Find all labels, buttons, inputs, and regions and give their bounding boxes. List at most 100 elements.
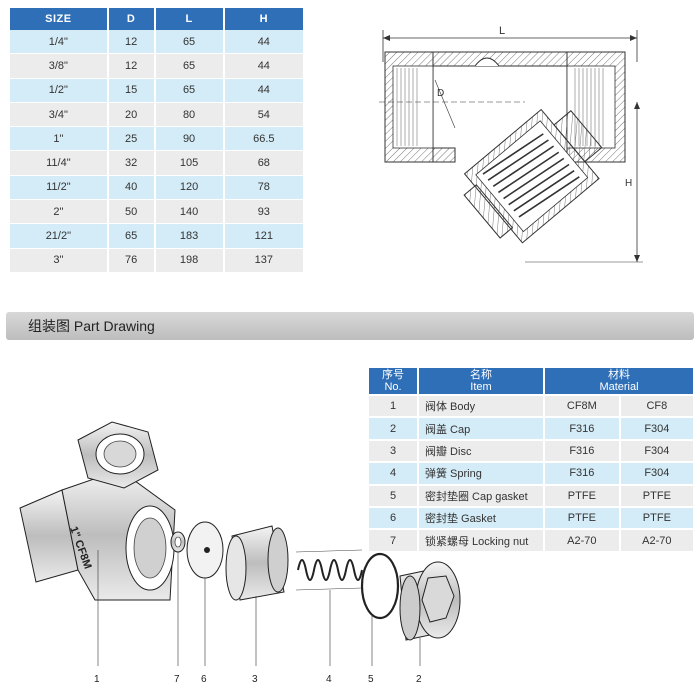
dim-h-label: H: [625, 178, 632, 189]
part-disc: [225, 525, 289, 601]
part-cap-gasket: [360, 552, 400, 620]
table-row: 3 阀瓣 Disc F316 F304: [369, 440, 693, 462]
cell-size: 11/4": [10, 151, 107, 176]
cell-material-b: PTFE: [620, 507, 693, 529]
size-table: SIZE D L H 1/4" 12 65 44 3/8" 12 65 44 1…: [8, 8, 305, 273]
cell-d: 12: [108, 54, 154, 79]
dimension-d: D: [434, 79, 456, 129]
cell-no: 5: [369, 485, 417, 506]
cell-h: 66.5: [224, 127, 303, 152]
cell-material-b: CF8: [620, 396, 693, 417]
cell-d: 20: [108, 102, 154, 128]
header-h: H: [224, 8, 303, 30]
callout-disc: 3: [252, 674, 258, 685]
table-row: 2 阀盖 Cap F316 F304: [369, 418, 693, 439]
cell-h: 44: [224, 30, 303, 55]
header-material-en: Material: [599, 381, 639, 393]
header-no: 序号 No.: [369, 368, 417, 394]
cross-section-drawing: L D H: [379, 25, 643, 263]
callout-locking-nut: 7: [174, 674, 180, 685]
cell-size: 1/2": [10, 78, 107, 103]
table-row: 3/8" 12 65 44: [10, 54, 303, 79]
cell-no: 6: [369, 507, 417, 529]
cell-l: 120: [155, 175, 223, 201]
cell-material-b: PTFE: [620, 485, 693, 506]
cell-material-a: F316: [545, 418, 619, 439]
header-d: D: [108, 8, 154, 30]
cell-size: 11/2": [10, 175, 107, 201]
header-no-en: No.: [384, 381, 402, 393]
table-row: 2" 50 140 93: [10, 200, 303, 225]
bonnet-assembly: [463, 108, 603, 244]
cell-size: 2": [10, 200, 107, 225]
cell-h: 137: [224, 248, 303, 273]
header-material: 材料 Material: [545, 368, 693, 394]
table-row: 1/4" 12 65 44: [10, 30, 303, 55]
exploded-assembly-drawing: 1" CF8M: [19, 421, 461, 685]
callout-cap-gasket: 5: [368, 674, 374, 685]
cell-no: 1: [369, 396, 417, 417]
dim-l-label: L: [499, 25, 505, 37]
header-material-cn: 材料: [608, 369, 630, 381]
dimension-h: H: [525, 102, 643, 263]
part-spring: [295, 549, 363, 591]
callout-numbers: 1 7 6 3 4 5 2: [94, 674, 422, 685]
cell-size: 1/4": [10, 30, 107, 55]
cell-item: 阀盖 Cap: [419, 418, 543, 439]
cell-item: 密封垫 Gasket: [419, 507, 543, 529]
cell-size: 1": [10, 127, 107, 152]
cell-material-b: F304: [620, 418, 693, 439]
cell-d: 32: [108, 151, 154, 176]
cell-l: 140: [155, 200, 223, 225]
cell-no: 3: [369, 440, 417, 462]
cell-material-a: F316: [545, 440, 619, 462]
callout-gasket: 6: [201, 674, 207, 685]
cell-l: 198: [155, 248, 223, 273]
parts-table-header: 序号 No. 名称 Item 材料 Material: [369, 368, 693, 394]
cell-d: 25: [108, 127, 154, 152]
cell-d: 65: [108, 224, 154, 249]
parts-table: 序号 No. 名称 Item 材料 Material 1 阀体 Body CF8…: [367, 366, 695, 553]
part-locking-nut: [170, 531, 186, 553]
table-row: 21/2" 65 183 121: [10, 224, 303, 249]
cell-d: 76: [108, 248, 154, 273]
cell-no: 7: [369, 530, 417, 551]
cell-l: 65: [155, 30, 223, 55]
cell-size: 3/4": [10, 102, 107, 128]
part-drawing-heading: 组装图 Part Drawing: [6, 312, 694, 340]
dim-d-label: D: [437, 88, 444, 99]
cell-item: 阀体 Body: [419, 396, 543, 417]
callout-body: 1: [94, 674, 100, 685]
cell-material-a: F316: [545, 463, 619, 484]
cell-h: 78: [224, 175, 303, 201]
cell-l: 65: [155, 54, 223, 79]
cell-item: 弹簧 Spring: [419, 463, 543, 484]
cell-material-a: PTFE: [545, 507, 619, 529]
cell-h: 44: [224, 78, 303, 103]
table-row: 1/2" 15 65 44: [10, 78, 303, 103]
table-row: 3/4" 20 80 54: [10, 102, 303, 128]
size-table-header: SIZE D L H: [10, 8, 303, 30]
dimension-l: L: [382, 25, 638, 62]
leader-lines: [97, 550, 421, 666]
valve-body: [379, 51, 568, 163]
cell-l: 105: [155, 151, 223, 176]
cell-material-a: PTFE: [545, 485, 619, 506]
cell-l: 65: [155, 78, 223, 103]
table-row: 4 弹簧 Spring F316 F304: [369, 463, 693, 484]
part-body: 1" CF8M: [19, 421, 176, 601]
cell-no: 2: [369, 418, 417, 439]
table-row: 11/2" 40 120 78: [10, 175, 303, 201]
cell-material-b: A2-70: [620, 530, 693, 551]
cell-size: 21/2": [10, 224, 107, 249]
spring-coils: [482, 133, 580, 218]
cell-item: 密封垫圈 Cap gasket: [419, 485, 543, 506]
cell-h: 54: [224, 102, 303, 128]
cell-d: 40: [108, 175, 154, 201]
cell-l: 90: [155, 127, 223, 152]
callout-cap: 2: [416, 674, 422, 685]
table-row: 11/4" 32 105 68: [10, 151, 303, 176]
table-row: 3" 76 198 137: [10, 248, 303, 273]
header-item: 名称 Item: [419, 368, 543, 394]
cell-item: 阀瓣 Disc: [419, 440, 543, 462]
